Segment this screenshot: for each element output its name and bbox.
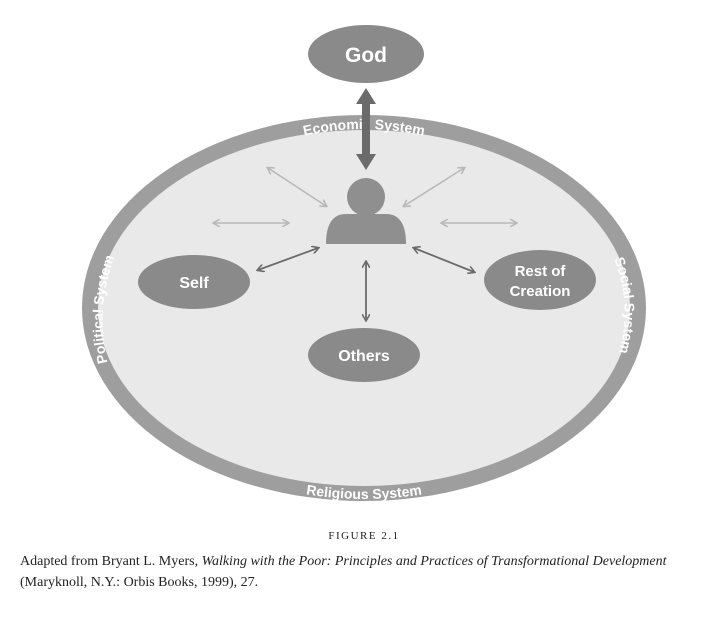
arrow-light-upper-left — [268, 168, 326, 206]
others-label: Others — [338, 348, 390, 365]
relationships-diagram: Economic System Religious System Politic… — [82, 25, 646, 502]
others-node: Others — [308, 328, 420, 382]
rest-of-creation-label-line2: Creation — [510, 283, 571, 300]
arrow-person-self — [258, 248, 318, 270]
arrow-god-person — [356, 88, 376, 170]
god-node: God — [308, 25, 424, 83]
figure-caption: Adapted from Bryant L. Myers, Walking wi… — [20, 551, 720, 593]
rest-of-creation-node: Rest of Creation — [484, 250, 596, 310]
figure-label: FIGURE 2.1 — [328, 530, 400, 542]
arrow-person-rest-of-creation — [414, 248, 474, 272]
caption-prefix: Adapted from Bryant L. Myers, — [20, 554, 202, 569]
caption-suffix: (Maryknoll, N.Y.: Orbis Books, 1999), 27… — [20, 575, 259, 590]
person-icon — [326, 178, 406, 244]
god-label: God — [345, 44, 387, 67]
arrow-light-upper-right — [404, 168, 464, 206]
self-label: Self — [179, 275, 209, 292]
religious-system-label: Religious System — [305, 481, 422, 502]
self-node: Self — [138, 255, 250, 309]
caption-book-title: Walking with the Poor: Principles and Pr… — [201, 554, 667, 569]
rest-of-creation-label-line1: Rest of — [515, 263, 567, 280]
